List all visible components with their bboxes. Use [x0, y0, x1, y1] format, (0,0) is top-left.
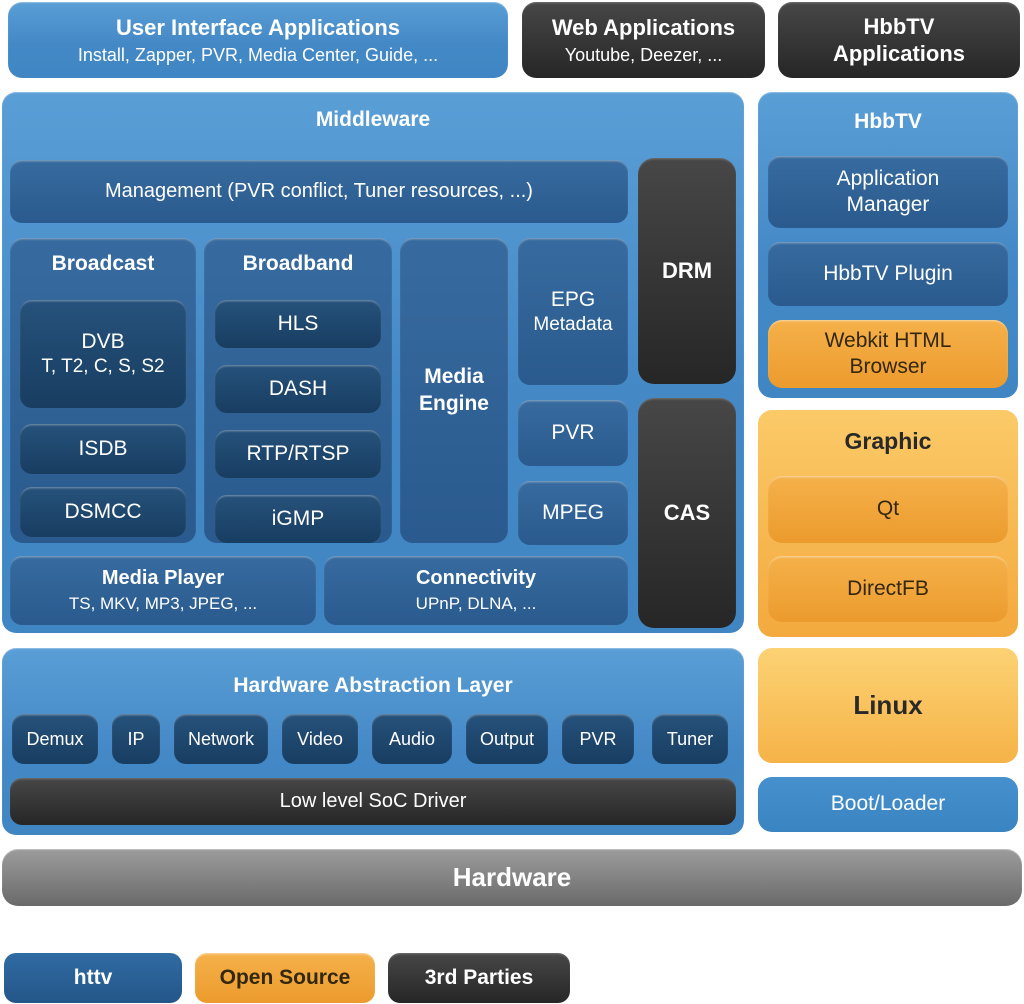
audio-label: Audio	[388, 728, 436, 749]
pvr-label: PVR	[551, 420, 595, 444]
broadcast-group: Broadcast DVB T, T2, C, S, S2 ISDB DSMCC	[10, 238, 196, 543]
isdb-label: ISDB	[78, 436, 128, 460]
drm-label: DRM	[661, 258, 713, 284]
media-player-title: Media Player	[101, 567, 225, 590]
dsmcc-box: DSMCC	[20, 487, 186, 537]
media-engine-box: Media Engine	[400, 238, 508, 543]
middleware-title: Middleware	[315, 108, 431, 131]
media-player-subtitle: TS, MKV, MP3, JPEG, ...	[68, 594, 258, 614]
ui-applications-subtitle: Install, Zapper, PVR, Media Center, Guid…	[77, 45, 439, 65]
qt-box: Qt	[768, 476, 1008, 543]
output-label: Output	[479, 728, 535, 749]
rtp-rtsp-box: RTP/RTSP	[215, 430, 381, 478]
dvb-label: DVB	[81, 330, 125, 353]
hal-container: Hardware Abstraction Layer Demux IP Netw…	[2, 648, 744, 835]
dash-label: DASH	[268, 376, 328, 400]
web-applications-box: Web Applications Youtube, Deezer, ...	[522, 2, 765, 78]
cas-box: CAS	[638, 398, 736, 628]
tuner-chip: Tuner	[652, 714, 728, 764]
pvr-box: PVR	[518, 400, 628, 466]
web-applications-title: Web Applications	[551, 14, 736, 40]
soc-driver-box: Low level SoC Driver	[10, 778, 736, 825]
legend-open-source: Open Source	[195, 953, 375, 1003]
igmp-box: iGMP	[215, 495, 381, 543]
drm-box: DRM	[638, 158, 736, 384]
mpeg-label: MPEG	[542, 500, 604, 524]
ui-applications-box: User Interface Applications Install, Zap…	[8, 2, 508, 78]
demux-chip: Demux	[12, 714, 98, 764]
igmp-label: iGMP	[271, 506, 325, 530]
hal-title: Hardware Abstraction Layer	[233, 674, 513, 697]
application-manager-box: Application Manager	[768, 156, 1008, 228]
dash-box: DASH	[215, 365, 381, 413]
tuner-label: Tuner	[666, 728, 714, 749]
epg-label: EPG	[550, 287, 596, 311]
qt-label: Qt	[876, 497, 900, 521]
dsmcc-label: DSMCC	[64, 499, 142, 523]
network-label: Network	[187, 728, 254, 749]
metadata-label: Metadata	[533, 313, 613, 335]
management-label: Management (PVR conflict, Tuner resource…	[105, 180, 533, 202]
broadband-title: Broadband	[242, 252, 354, 275]
hardware-label: Hardware	[452, 862, 572, 893]
video-chip: Video	[282, 714, 358, 764]
connectivity-subtitle: UPnP, DLNA, ...	[415, 594, 537, 614]
pvr-chip-label: PVR	[579, 728, 617, 749]
middleware-container: Middleware Management (PVR conflict, Tun…	[2, 92, 744, 633]
cas-label: CAS	[663, 500, 711, 526]
hbbtv-title: HbbTV	[854, 110, 922, 133]
management-box: Management (PVR conflict, Tuner resource…	[10, 160, 628, 223]
legend-3rd-parties: 3rd Parties	[388, 953, 570, 1003]
ui-applications-title: User Interface Applications	[115, 14, 401, 40]
hbbtv-plugin-label: HbbTV Plugin	[823, 261, 953, 285]
legend-httv: httv	[4, 953, 182, 1003]
graphic-container: Graphic Qt DirectFB	[758, 410, 1018, 637]
linux-box: Linux	[758, 648, 1018, 763]
web-applications-subtitle: Youtube, Deezer, ...	[564, 45, 723, 65]
media-player-box: Media Player TS, MKV, MP3, JPEG, ...	[10, 556, 316, 625]
soc-driver-label: Low level SoC Driver	[279, 790, 467, 812]
hbbtv-container: HbbTV Application Manager HbbTV Plugin W…	[758, 92, 1018, 398]
application-manager-label: Application Manager	[836, 166, 940, 216]
broadcast-title: Broadcast	[51, 252, 155, 275]
legend-httv-label: httv	[73, 965, 113, 989]
connectivity-title: Connectivity	[415, 567, 537, 590]
ip-chip: IP	[112, 714, 160, 764]
dvb-box: DVB T, T2, C, S, S2	[20, 300, 186, 408]
boot-loader-box: Boot/Loader	[758, 777, 1018, 832]
connectivity-box: Connectivity UPnP, DLNA, ...	[324, 556, 628, 625]
boot-loader-label: Boot/Loader	[830, 792, 946, 816]
hls-label: HLS	[277, 311, 319, 335]
legend-open-source-label: Open Source	[219, 965, 351, 989]
graphic-title: Graphic	[844, 428, 932, 454]
hardware-bar: Hardware	[2, 849, 1022, 906]
hbbtv-applications-title: HbbTV Applications	[832, 13, 965, 67]
demux-label: Demux	[26, 728, 84, 749]
network-chip: Network	[174, 714, 268, 764]
epg-metadata-box: EPG Metadata	[518, 238, 628, 385]
legend-3rd-parties-label: 3rd Parties	[424, 965, 534, 989]
hbbtv-applications-box: HbbTV Applications	[778, 2, 1020, 78]
directfb-box: DirectFB	[768, 556, 1008, 622]
ip-label: IP	[127, 728, 145, 749]
output-chip: Output	[466, 714, 548, 764]
hbbtv-plugin-box: HbbTV Plugin	[768, 242, 1008, 306]
video-label: Video	[297, 728, 343, 749]
linux-label: Linux	[853, 690, 923, 721]
directfb-label: DirectFB	[847, 576, 929, 600]
audio-chip: Audio	[372, 714, 452, 764]
pvr-chip: PVR	[562, 714, 634, 764]
webkit-browser-box: Webkit HTML Browser	[768, 320, 1008, 388]
broadband-group: Broadband HLS DASH RTP/RTSP iGMP	[204, 238, 392, 543]
rtp-rtsp-label: RTP/RTSP	[246, 441, 350, 465]
isdb-box: ISDB	[20, 424, 186, 474]
dvb-variants-label: T, T2, C, S, S2	[41, 356, 165, 378]
mpeg-box: MPEG	[518, 481, 628, 545]
webkit-browser-label: Webkit HTML Browser	[824, 328, 952, 378]
hls-box: HLS	[215, 300, 381, 348]
media-engine-label: Media Engine	[418, 365, 489, 415]
